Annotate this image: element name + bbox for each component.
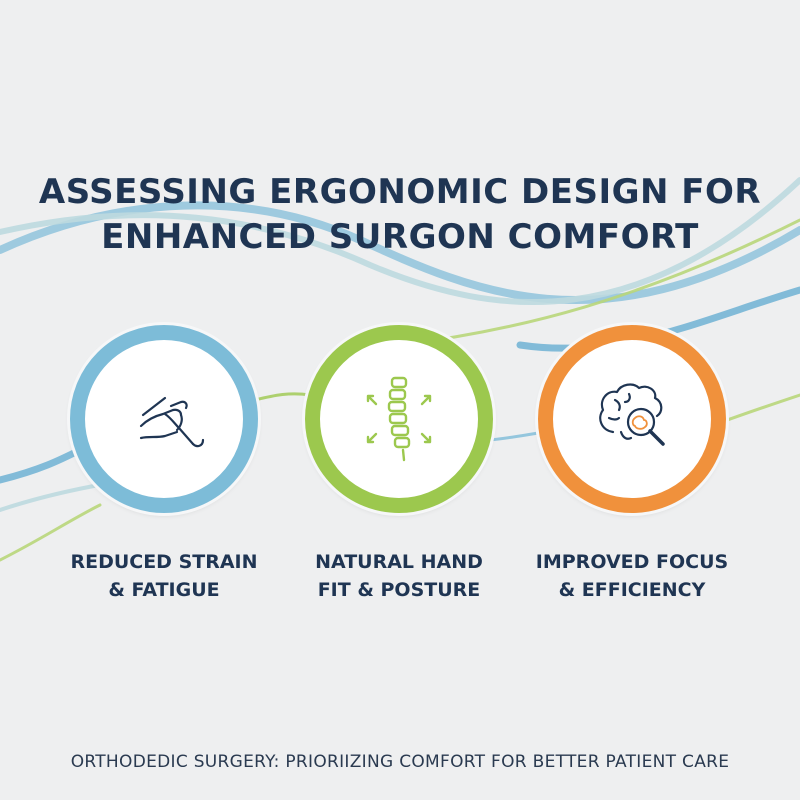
caption-line-1: IMPROVED FOCUS xyxy=(535,551,729,573)
feature-caption-strain: REDUCED STRAIN & FATIGUE xyxy=(54,548,274,604)
caption-line-2: & EFFICIENCY xyxy=(558,579,706,601)
page-title: ASSESSING ERGONOMIC DESIGN FOR ENHANCED … xyxy=(0,170,800,260)
feature-badge-posture xyxy=(305,325,493,513)
feature-badge-focus xyxy=(538,325,726,513)
footer-tagline: ORTHODEDIC SURGERY: PRIORIIZING COMFORT … xyxy=(70,752,730,772)
caption-line-2: FIT & POSTURE xyxy=(317,579,481,601)
spine-icon xyxy=(366,376,432,462)
wave-connector-1 xyxy=(253,392,312,402)
title-line-1: ASSESSING ERGONOMIC DESIGN FOR xyxy=(38,172,762,212)
caption-line-2: & FATIGUE xyxy=(108,579,220,601)
wave-blue-left xyxy=(0,446,84,484)
caption-line-1: REDUCED STRAIN xyxy=(70,551,258,573)
wave-connector-2 xyxy=(488,430,547,442)
hand-holding-surgical-tool-icon xyxy=(139,396,205,448)
wave-light-top xyxy=(0,177,800,306)
feature-badge-strain xyxy=(70,325,258,513)
feature-caption-posture: NATURAL HAND FIT & POSTURE xyxy=(289,548,509,604)
brain-magnifier-icon xyxy=(599,383,665,446)
title-line-2: ENHANCED SURGON COMFORT xyxy=(101,217,699,257)
wave-green-left xyxy=(0,503,102,562)
caption-line-1: NATURAL HAND xyxy=(315,551,483,573)
wave-blue-top xyxy=(0,201,800,305)
wave-green-right xyxy=(398,218,800,347)
feature-caption-focus: IMPROVED FOCUS & EFFICIENCY xyxy=(522,548,742,604)
